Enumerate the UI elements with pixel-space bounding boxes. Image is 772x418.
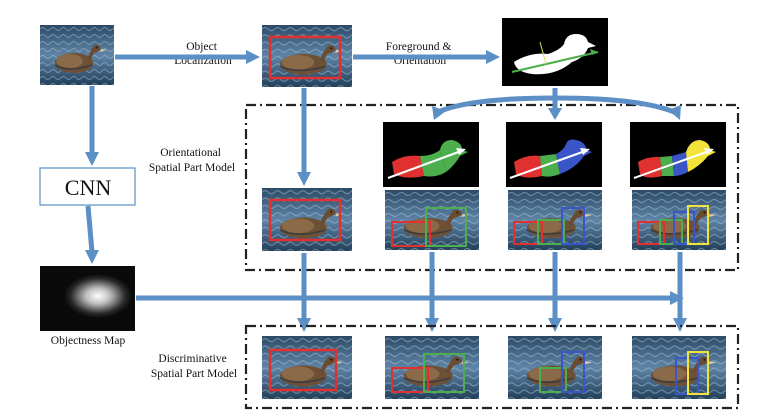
cnn-box: [39, 167, 136, 206]
orientational-image-3: [508, 190, 602, 250]
discriminative-model-frame: [244, 324, 740, 410]
orientational-image-1: [262, 188, 352, 251]
label-objectness-map: Objectness Map: [51, 335, 126, 347]
part-mask-3: [506, 122, 602, 187]
orientational-image-4: [632, 190, 726, 250]
label-discriminative-model: Discriminative Spatial Part Model: [151, 353, 237, 380]
input-image: [40, 25, 114, 85]
discriminative-image-4: [632, 336, 726, 399]
discriminative-image-3: [508, 336, 602, 399]
part-mask-4: [630, 122, 726, 187]
discriminative-image-1: [262, 336, 352, 399]
part-mask-2: [383, 122, 479, 187]
orientational-model-frame: [244, 103, 740, 272]
object-box: [268, 35, 342, 80]
label-object-localization: Object Localization: [174, 41, 232, 67]
foreground-mask: [502, 18, 608, 86]
cnn-label: CNN: [65, 175, 112, 200]
localized-image: [262, 25, 352, 87]
objectness-map-image: [40, 266, 135, 331]
discriminative-image-2: [385, 336, 479, 399]
label-foreground-orientation: Foreground & Orientation: [386, 41, 454, 67]
label-orientational-model: Orientational Spatial Part Model: [149, 147, 235, 174]
orientational-image-2: [385, 190, 479, 250]
